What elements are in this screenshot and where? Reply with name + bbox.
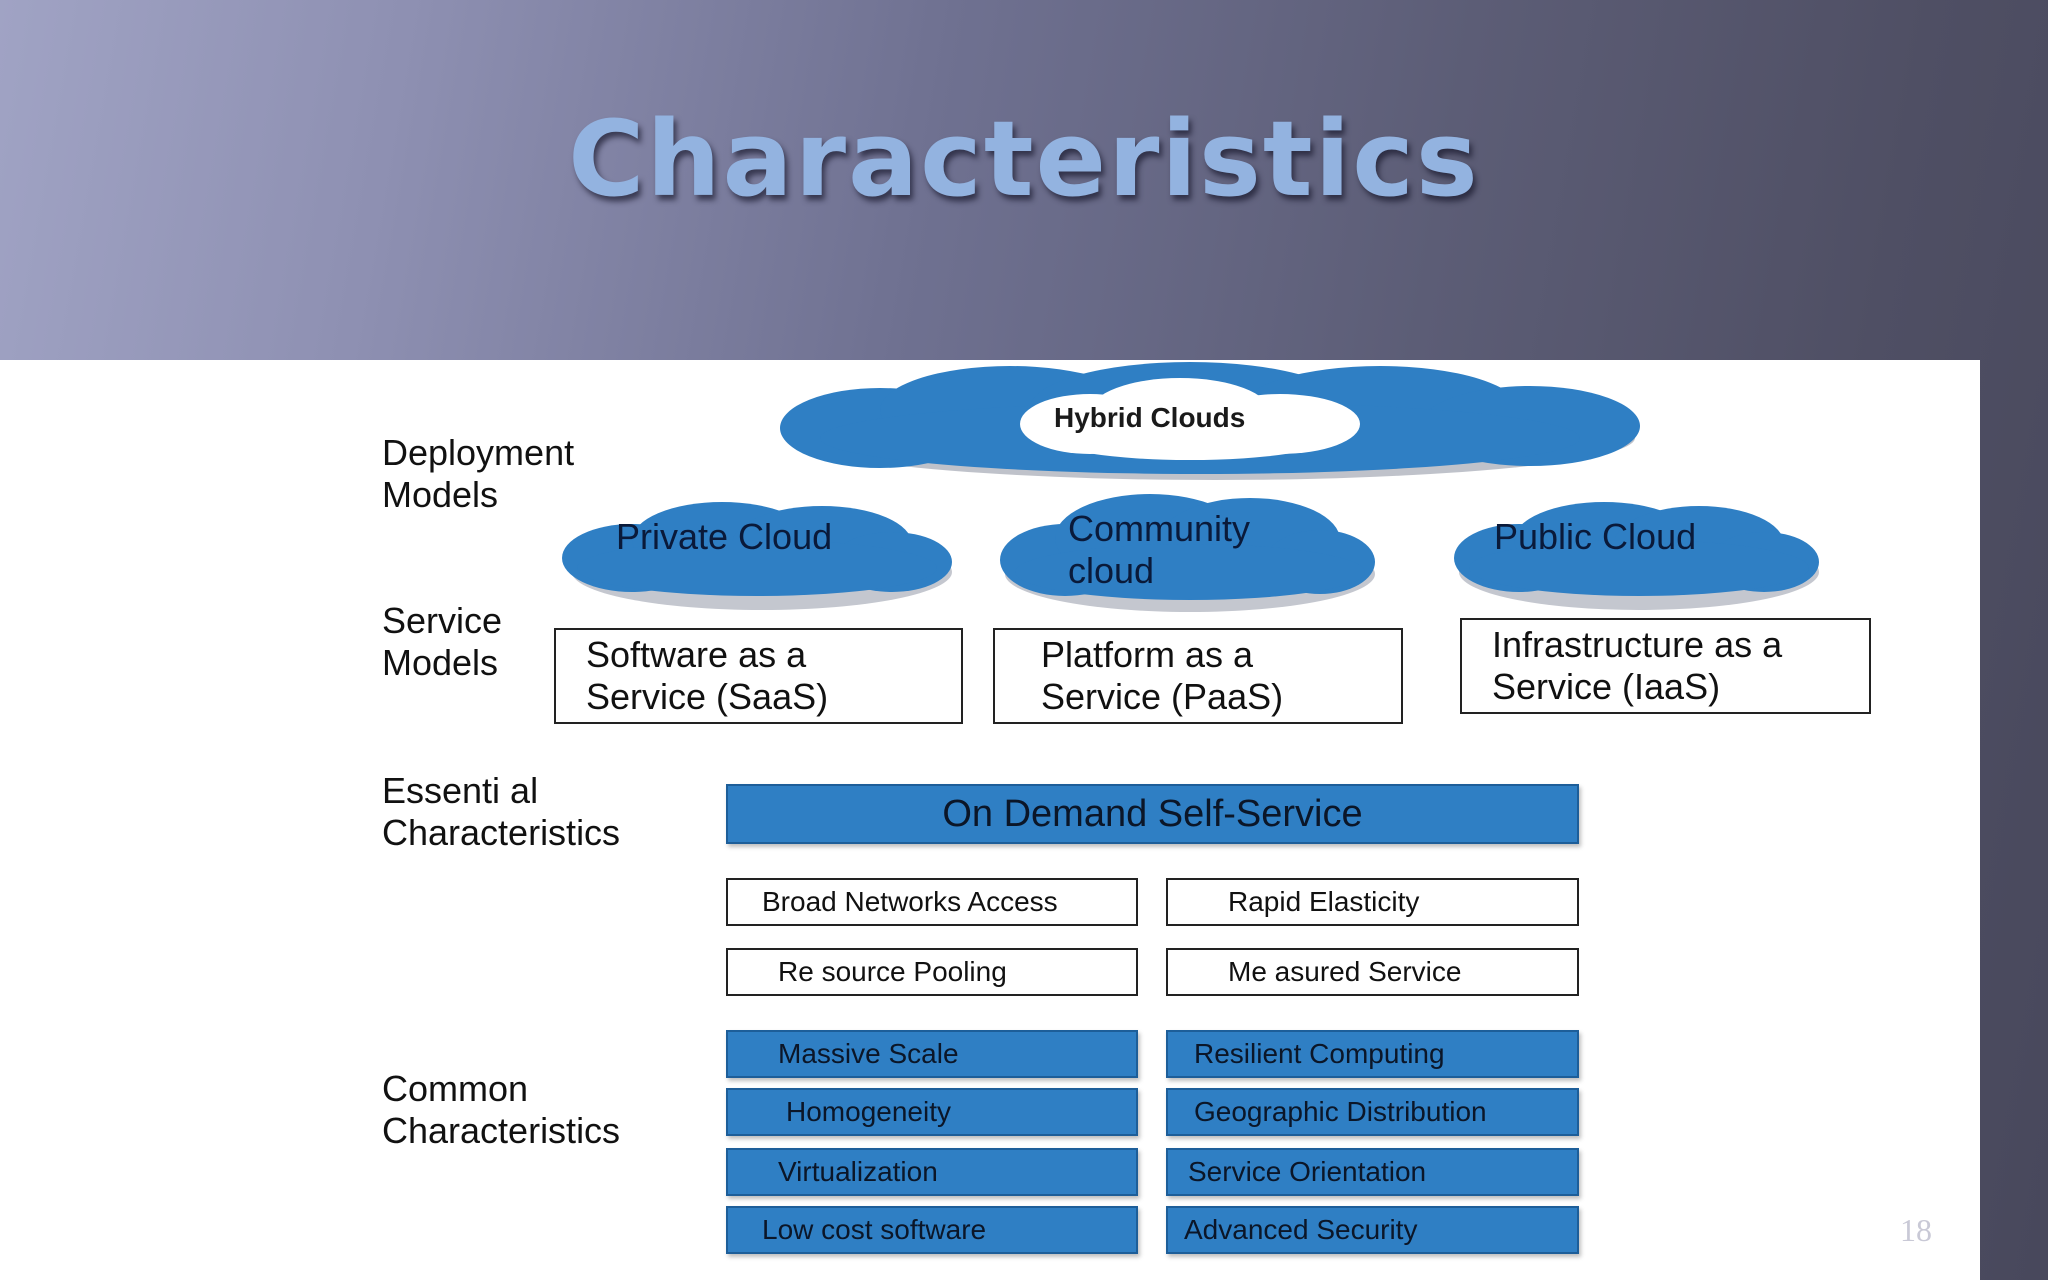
on-demand-self-service-bar: On Demand Self-Service bbox=[726, 784, 1579, 844]
public-cloud-label: Public Cloud bbox=[1494, 516, 1697, 557]
cloud-model-diagram: Deployment Models Service Models Essenti… bbox=[0, 360, 1980, 1280]
on-demand-self-service-label: On Demand Self-Service bbox=[942, 792, 1363, 835]
common-service-orientation: Service Orientation bbox=[1166, 1148, 1579, 1196]
common-massive-scale: Massive Scale bbox=[726, 1030, 1138, 1078]
community-cloud-label: Community cloud bbox=[1068, 508, 1251, 591]
label-essential-characteristics: Essenti al Characteristics bbox=[382, 770, 621, 853]
essential-measured-service: Me asured Service bbox=[1166, 948, 1579, 996]
essential-rapid-elasticity: Rapid Elasticity bbox=[1166, 878, 1579, 926]
label-deployment-models: Deployment Models bbox=[382, 432, 575, 515]
hybrid-cloud-shape bbox=[780, 362, 1640, 480]
slide-title: Characteristics bbox=[568, 98, 1480, 220]
hybrid-clouds-label: Hybrid Clouds bbox=[1054, 402, 1246, 433]
saas-box: Software as a Service (SaaS) bbox=[554, 628, 963, 724]
common-resilient-computing: Resilient Computing bbox=[1166, 1030, 1579, 1078]
iaas-box: Infrastructure as a Service (IaaS) bbox=[1460, 618, 1871, 714]
common-advanced-security: Advanced Security bbox=[1166, 1206, 1579, 1254]
public-cloud-shape bbox=[1454, 502, 1819, 610]
common-virtualization: Virtualization bbox=[726, 1148, 1138, 1196]
common-homogeneity: Homogeneity bbox=[726, 1088, 1138, 1136]
label-service-models: Service Models bbox=[382, 600, 503, 683]
page-number: 18 bbox=[1900, 1212, 1932, 1248]
label-common-characteristics: Common Characteristics bbox=[382, 1068, 621, 1151]
community-cloud-shape bbox=[1000, 494, 1375, 612]
essential-broad-network-access: Broad Networks Access bbox=[726, 878, 1138, 926]
common-low-cost-software: Low cost software bbox=[726, 1206, 1138, 1254]
private-cloud-label: Private Cloud bbox=[616, 516, 833, 557]
common-geographic-distribution: Geographic Distribution bbox=[1166, 1088, 1579, 1136]
essential-resource-pooling: Re source Pooling bbox=[726, 948, 1138, 996]
paas-box: Platform as a Service (PaaS) bbox=[993, 628, 1403, 724]
private-cloud-shape bbox=[562, 502, 952, 610]
